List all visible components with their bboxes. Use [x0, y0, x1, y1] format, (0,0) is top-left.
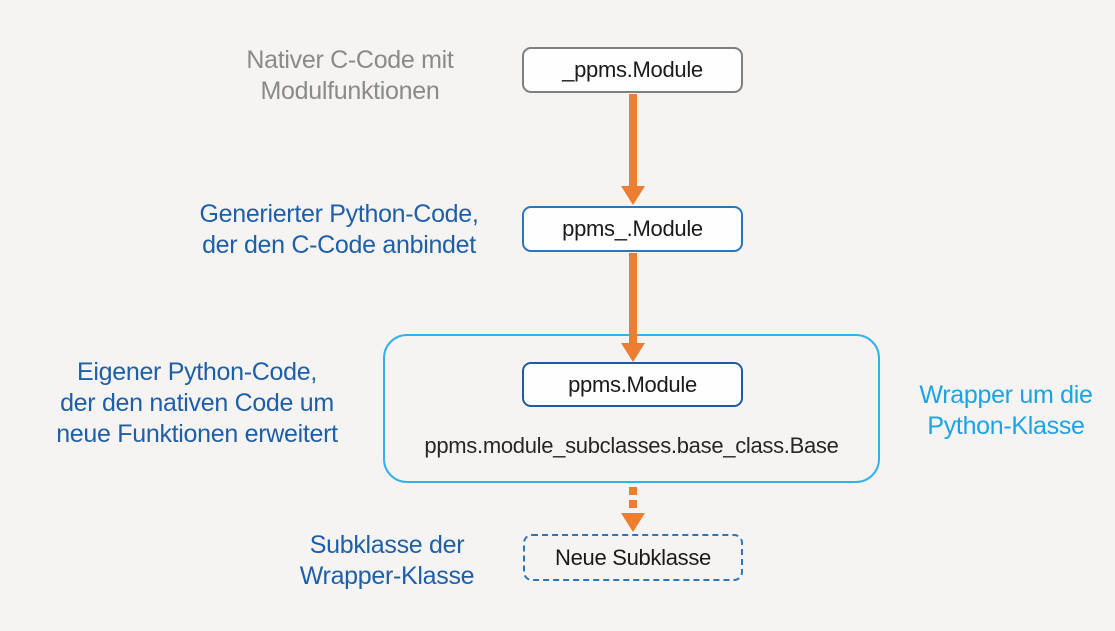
annotation-subclass-line2: Wrapper-Klasse	[299, 562, 475, 590]
annotation-subclass: Subklasse der Wrapper-Klasse	[267, 530, 507, 592]
annotation-own-code-line1: Eigener Python-Code,	[77, 358, 317, 386]
annotation-own-code-line3: neue Funktionen erweitert	[56, 420, 338, 448]
annotation-generated-line1: Generierter Python-Code,	[199, 200, 479, 228]
node-generated-module: ppms_.Module	[522, 206, 743, 252]
arrow-native-to-generated-shaft	[629, 94, 637, 187]
annotation-own-code: Eigener Python-Code, der den nativen Cod…	[17, 357, 377, 450]
node-new-subclass-label: Neue Subklasse	[554, 544, 711, 570]
annotation-own-code-line2: der den nativen Code um	[60, 389, 334, 417]
annotation-native-line2: Modulfunktionen	[260, 77, 440, 105]
annotation-wrapper-line1: Wrapper um die	[919, 381, 1093, 409]
node-native-module-label: _ppms.Module	[562, 57, 703, 82]
wrapper-base-class-text: ppms.module_subclasses.base_class.Base	[424, 433, 839, 458]
node-wrapper-module: ppms.Module	[522, 362, 743, 407]
annotation-native-line1: Nativer C-Code mit	[246, 46, 454, 74]
annotation-subclass-line1: Subklasse der	[309, 531, 465, 559]
node-native-module: _ppms.Module	[522, 47, 743, 93]
node-generated-module-label: ppms_.Module	[562, 216, 703, 241]
arrow-wrapper-to-subclass-head	[621, 513, 645, 532]
node-new-subclass: Neue Subklasse	[523, 534, 743, 581]
annotation-native-c-code: Nativer C-Code mit Modulfunktionen	[170, 45, 530, 107]
arrow-native-to-generated-head	[621, 186, 645, 205]
arrow-generated-to-wrapper-shaft	[629, 253, 637, 344]
node-wrapper-module-label: ppms.Module	[568, 371, 697, 397]
annotation-wrapper-class: Wrapper um die Python-Klasse	[896, 380, 1115, 442]
annotation-wrapper-line2: Python-Klasse	[927, 412, 1085, 440]
arrow-wrapper-to-subclass-shaft	[629, 487, 637, 514]
arrow-generated-to-wrapper-head	[621, 343, 645, 362]
annotation-generated-code: Generierter Python-Code, der den C-Code …	[159, 199, 519, 261]
annotation-generated-line2: der den C-Code anbindet	[202, 231, 476, 259]
